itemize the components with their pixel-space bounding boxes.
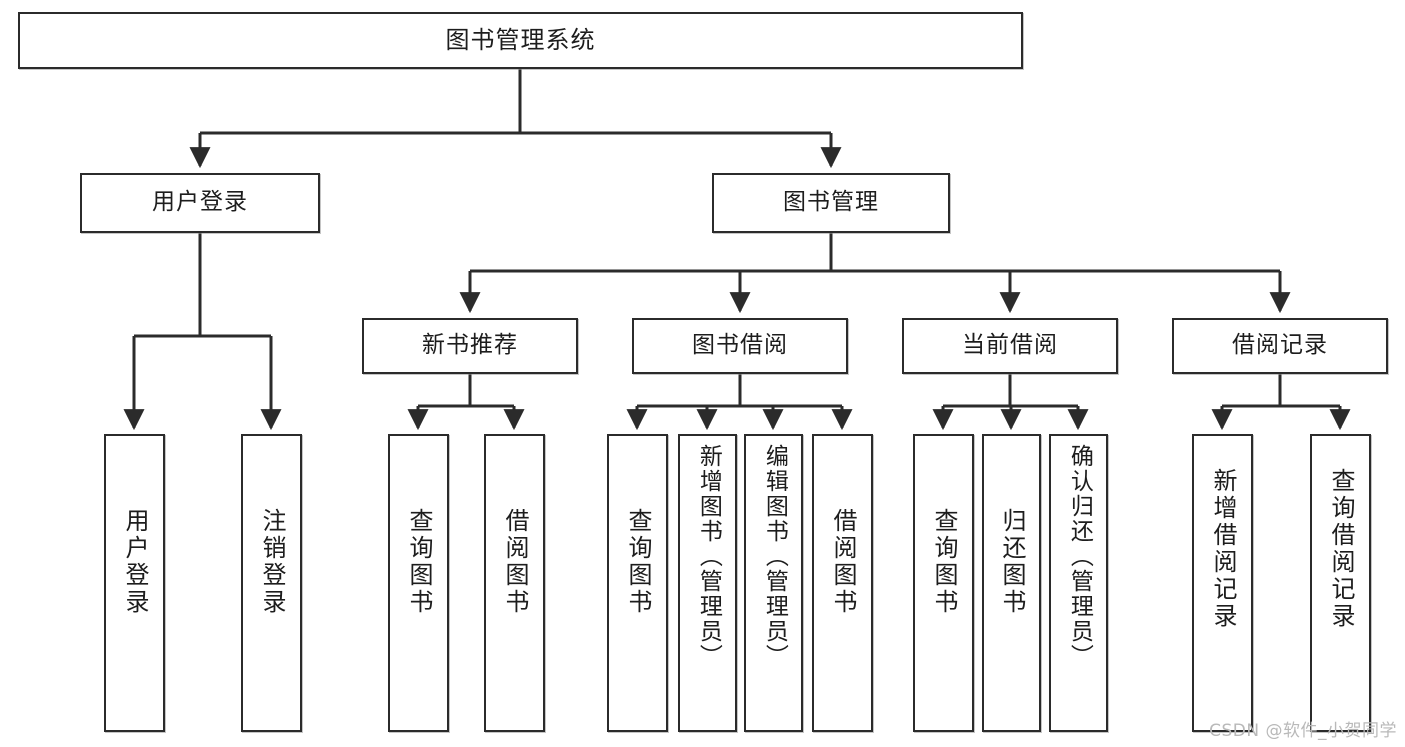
node-book-manage-label: 图书管理 [783, 189, 879, 216]
node-new-book-recommend-label: 新书推荐 [422, 332, 518, 359]
node-leaf-query-book-2-label: 查询图书 [623, 508, 652, 616]
node-root[interactable]: 图书管理系统 [18, 12, 1023, 69]
node-leaf-add-record-label: 新增借阅记录 [1208, 468, 1237, 630]
node-user-login[interactable]: 用户登录 [80, 173, 320, 233]
node-leaf-query-book-2[interactable]: 查询图书 [607, 434, 668, 732]
node-borrow-record[interactable]: 借阅记录 [1172, 318, 1388, 374]
node-leaf-query-book-1[interactable]: 查询图书 [388, 434, 449, 732]
node-root-label: 图书管理系统 [445, 26, 596, 55]
node-leaf-logout[interactable]: 注销登录 [241, 434, 302, 732]
node-leaf-edit-book-label: 编辑图书（管理员） [761, 444, 788, 669]
node-leaf-query-book-3[interactable]: 查询图书 [913, 434, 974, 732]
node-user-login-label: 用户登录 [152, 189, 248, 216]
node-leaf-borrow-book-2-label: 借阅图书 [828, 508, 857, 616]
node-book-manage[interactable]: 图书管理 [712, 173, 950, 233]
node-current-borrow[interactable]: 当前借阅 [902, 318, 1118, 374]
node-leaf-query-book-1-label: 查询图书 [404, 508, 433, 616]
node-leaf-borrow-book-1[interactable]: 借阅图书 [484, 434, 545, 732]
node-leaf-return-book-label: 归还图书 [997, 508, 1026, 616]
node-leaf-user-login-label: 用户登录 [120, 508, 149, 616]
node-leaf-add-book[interactable]: 新增图书（管理员） [678, 434, 737, 732]
node-leaf-return-book[interactable]: 归还图书 [982, 434, 1041, 732]
node-leaf-add-book-label: 新增图书（管理员） [695, 444, 722, 669]
node-leaf-confirm-return[interactable]: 确认归还（管理员） [1049, 434, 1108, 732]
node-leaf-borrow-book-2[interactable]: 借阅图书 [812, 434, 873, 732]
node-borrow-record-label: 借阅记录 [1232, 332, 1328, 359]
node-leaf-logout-label: 注销登录 [257, 508, 286, 616]
node-leaf-query-book-3-label: 查询图书 [929, 508, 958, 616]
node-book-borrow[interactable]: 图书借阅 [632, 318, 848, 374]
node-leaf-query-record-label: 查询借阅记录 [1326, 468, 1355, 630]
node-leaf-borrow-book-1-label: 借阅图书 [500, 508, 529, 616]
node-book-borrow-label: 图书借阅 [692, 332, 788, 359]
node-leaf-edit-book[interactable]: 编辑图书（管理员） [744, 434, 803, 732]
node-leaf-confirm-return-label: 确认归还（管理员） [1066, 444, 1093, 669]
node-leaf-query-record[interactable]: 查询借阅记录 [1310, 434, 1371, 732]
node-leaf-add-record[interactable]: 新增借阅记录 [1192, 434, 1253, 732]
watermark: CSDN @软件_小贺同学 [1209, 721, 1397, 741]
node-new-book-recommend[interactable]: 新书推荐 [362, 318, 578, 374]
node-current-borrow-label: 当前借阅 [962, 332, 1058, 359]
node-leaf-user-login[interactable]: 用户登录 [104, 434, 165, 732]
